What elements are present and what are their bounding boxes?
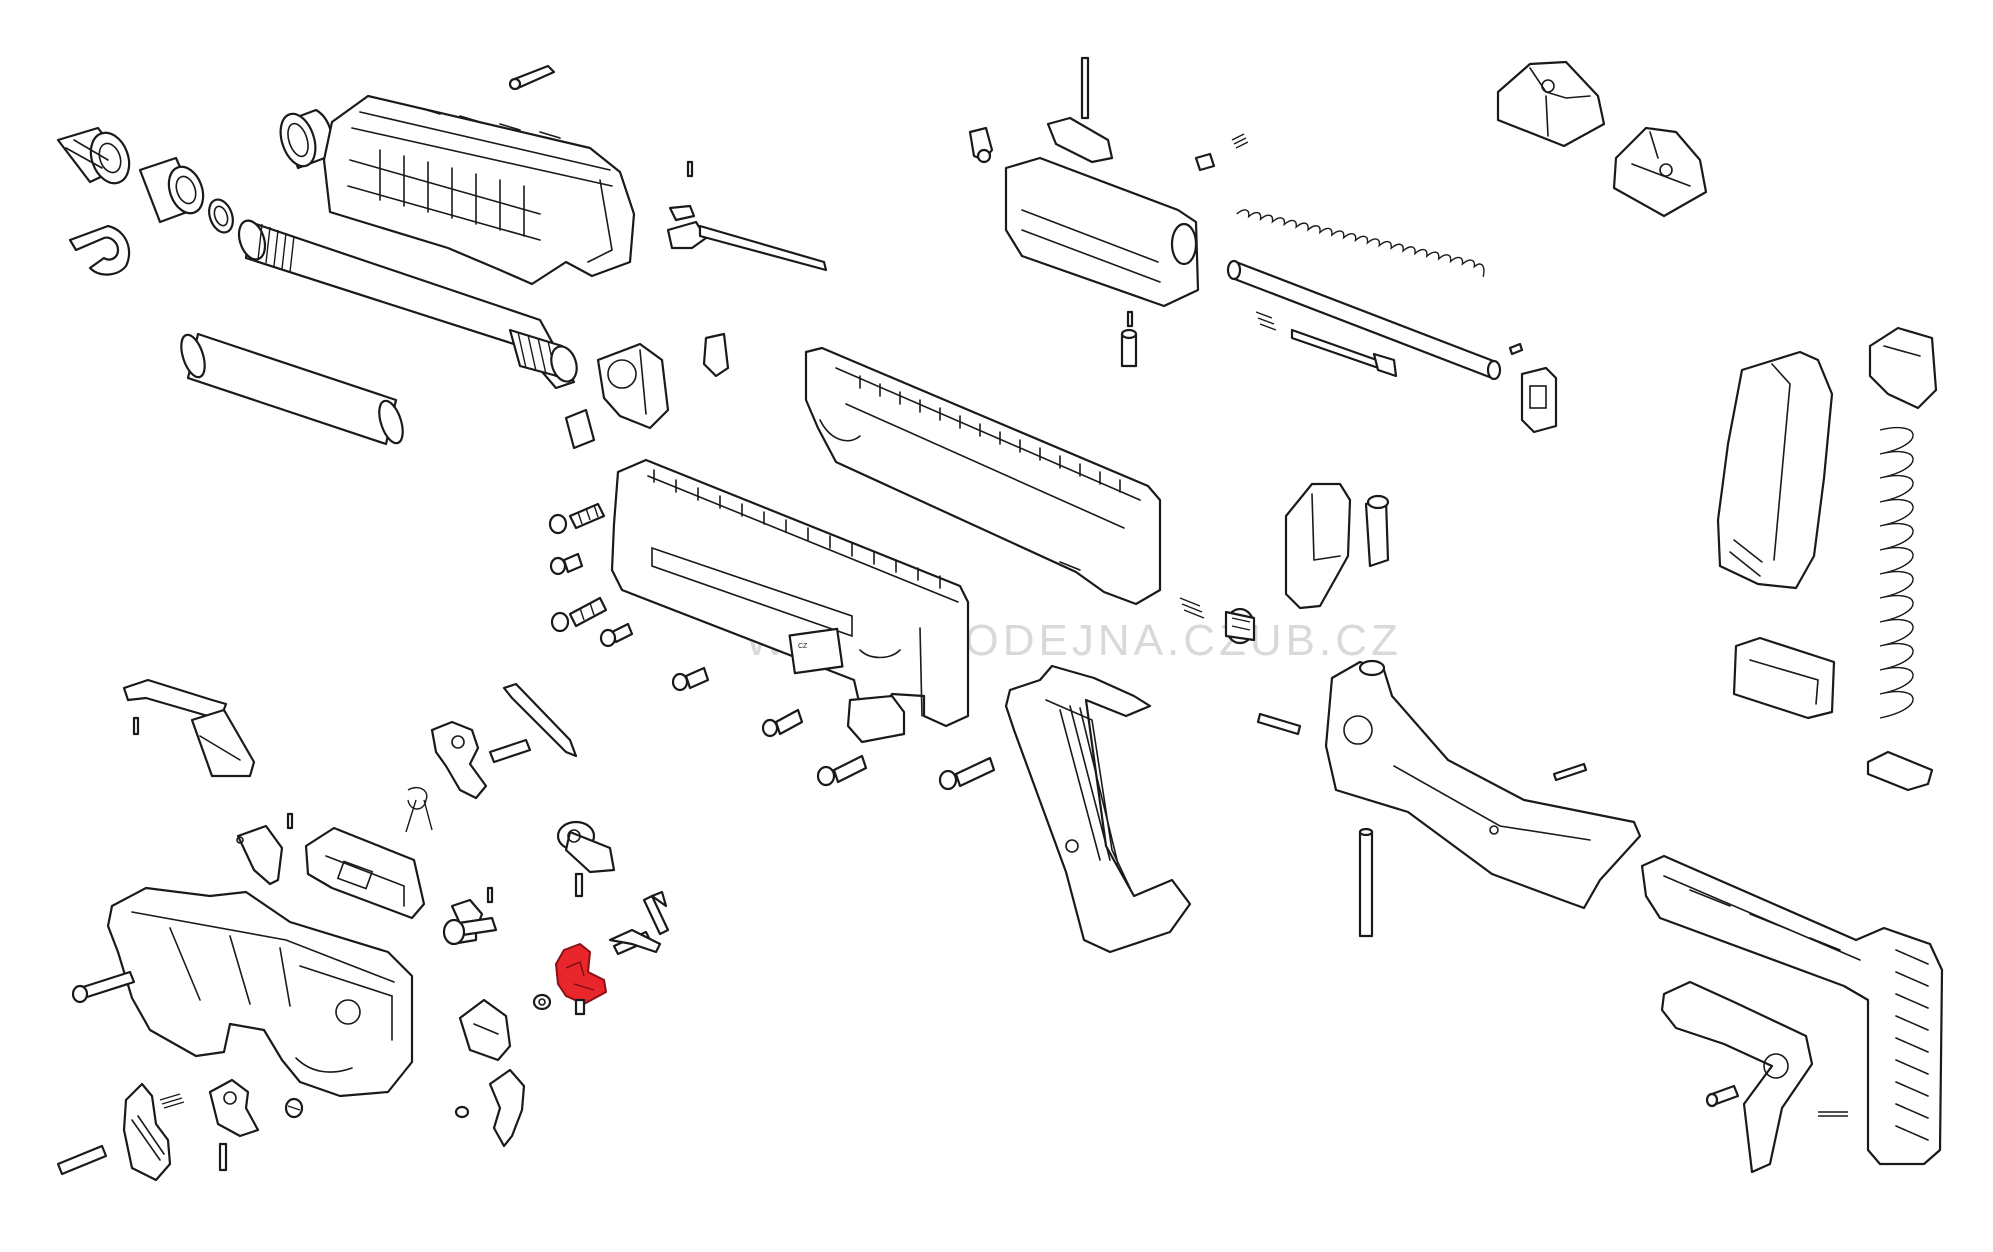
trigger-housing-part[interactable] [304,826,426,920]
pin-part[interactable] [508,64,556,91]
extractor-part[interactable] [968,126,994,164]
magazine-catch-part[interactable] [1284,482,1390,610]
selector-part[interactable] [208,1078,260,1138]
svg-text:CZ: CZ [798,643,808,650]
catch-spring-part[interactable] [1179,597,1205,619]
buffer-spring-part[interactable] [1255,311,1277,331]
upper-rail-part[interactable] [804,346,1162,606]
receiver-pin-part[interactable] [71,970,136,1004]
selector-detent-part[interactable] [218,1142,228,1172]
hammer-part[interactable] [430,720,488,800]
trigger-part[interactable] [488,1068,526,1148]
muzzle-nut-part[interactable] [56,126,136,188]
safety-axle-part[interactable] [442,916,498,946]
sear-spring-part[interactable] [642,890,670,936]
recoil-guide-rod-part[interactable] [1226,259,1502,381]
trigger-pin-part[interactable] [56,1144,108,1176]
magazine-spring-part[interactable] [1879,426,1914,719]
small-pin-d-part[interactable] [454,1105,470,1119]
washer-ring-part[interactable] [205,196,237,235]
small-pin-c-part[interactable] [286,812,294,830]
release-spring-part[interactable] [159,1093,185,1109]
striker-part[interactable] [1290,328,1398,378]
cam-pin-tip-part[interactable] [1126,310,1134,328]
stock-small-pin-2-part[interactable] [1256,712,1302,736]
screw-7-part[interactable] [816,754,868,787]
detent-pin-part[interactable] [486,886,494,904]
screw-3-part[interactable] [550,596,608,633]
small-bushing-part[interactable] [532,993,552,1011]
screw-8-part[interactable] [938,756,996,791]
handguard-part[interactable] [322,94,636,286]
cam-pin-part[interactable] [1120,328,1138,368]
hammer-pin-part[interactable] [488,738,532,764]
screw-6-part[interactable] [761,708,804,738]
front-sight-block-part[interactable] [596,342,670,430]
clip-ring-part[interactable] [68,224,131,276]
tiny-pin-part[interactable] [686,160,694,178]
stock-pin-part[interactable] [1358,827,1374,938]
muzzle-cap-ring-part[interactable] [274,108,334,170]
magazine-base-part[interactable] [1866,750,1934,792]
small-pin-a-part[interactable] [1194,152,1216,172]
trigger-bar-part[interactable] [458,998,512,1062]
pistol-grip-part[interactable] [1004,664,1192,954]
flash-hider-part[interactable] [138,156,209,224]
stock-latch-part[interactable] [1660,980,1814,1174]
magazine-follower-part[interactable] [1868,326,1938,410]
screw-1-part[interactable] [548,502,606,535]
small-pin-b-part[interactable] [1508,342,1524,356]
latch-pin-part[interactable] [1705,1084,1740,1108]
rear-sight-part[interactable] [1496,60,1606,148]
barrel-part[interactable] [234,217,581,390]
magazine-floorplate-part[interactable] [1732,636,1836,720]
hammer-strut-part[interactable] [556,820,616,874]
selector-screw-part[interactable] [284,1097,304,1119]
stock-small-pin-part[interactable] [1552,762,1588,782]
screw-4-part[interactable] [599,622,634,648]
stock-arm-part[interactable] [1640,854,1944,1166]
hammer-spring-part[interactable] [405,786,433,833]
recoil-spring-part[interactable] [1236,172,1488,308]
receiver-latch-part[interactable] [846,694,906,744]
catch-button-part[interactable] [1224,607,1256,645]
ambi-safety-lever-part[interactable] [608,928,662,954]
lever-pin-part[interactable] [132,716,140,736]
firing-pin-part[interactable] [1080,56,1090,120]
bolt-release-lever-part[interactable] [122,678,256,778]
ejector-spring-part[interactable] [502,682,578,758]
screw-2-part[interactable] [549,552,584,576]
small-set-screw-part[interactable] [574,998,586,1016]
highlighted-trigger-lever-part[interactable] [555,943,607,1005]
bolt-block-part[interactable] [1520,366,1558,434]
bolt-carrier-part[interactable] [1004,156,1200,308]
receiver-housing-part[interactable]: CZ [610,458,970,728]
stock-hinge-part[interactable] [1324,659,1642,910]
barrel-sleeve-part[interactable] [177,332,408,446]
magazine-part[interactable] [1716,350,1834,590]
charging-handle-part[interactable] [666,204,828,272]
screw-5-part[interactable] [671,666,710,692]
small-spring-a-part[interactable] [1231,133,1249,149]
ejector-part[interactable] [1046,116,1114,164]
lower-receiver-part[interactable] [106,886,414,1098]
magazine-release-part[interactable] [122,1082,172,1182]
front-sight-part[interactable] [1612,126,1708,218]
latch-spring-part[interactable] [1818,1111,1848,1117]
small-clip-part[interactable] [702,332,730,378]
disconnector-part[interactable] [236,824,284,886]
sight-nut-part[interactable] [564,408,596,450]
strut-pin-part[interactable] [574,872,584,898]
